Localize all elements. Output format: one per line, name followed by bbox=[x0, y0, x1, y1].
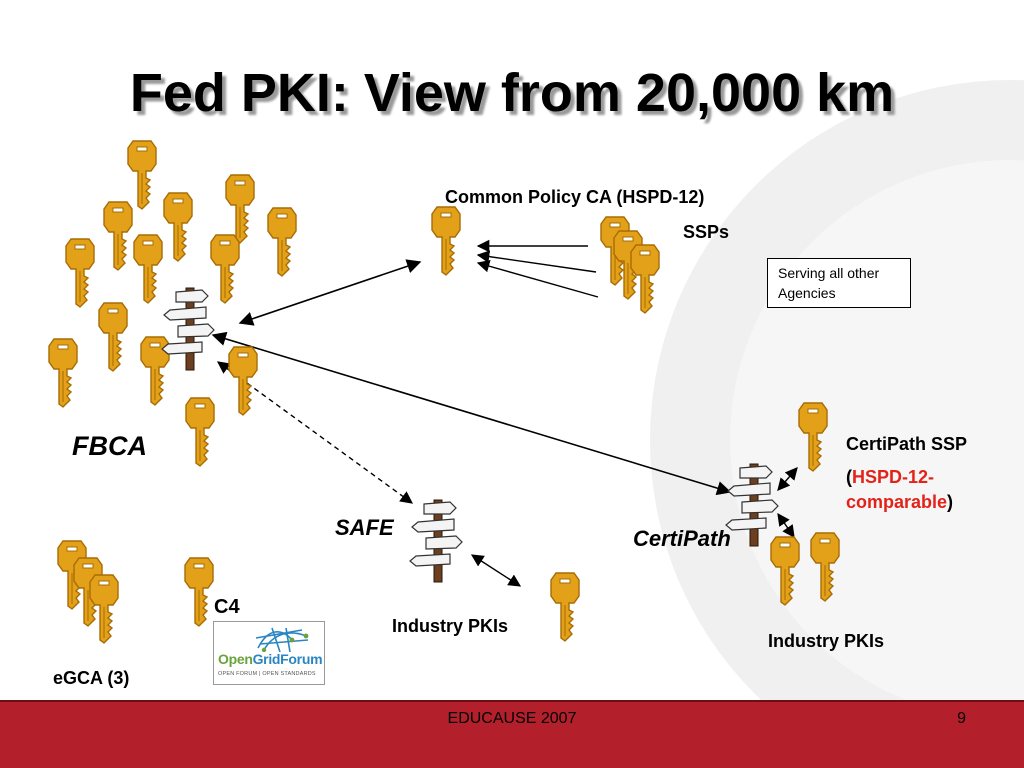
key-icon bbox=[225, 174, 255, 244]
arrow-ssp-3 bbox=[476, 260, 599, 298]
key-icon bbox=[630, 244, 660, 314]
arrow-certipath-industry bbox=[777, 512, 795, 539]
note-line-1: Serving all other bbox=[778, 265, 880, 281]
industry-pkis-label-2: Industry PKIs bbox=[768, 631, 885, 651]
key-icon bbox=[798, 402, 828, 472]
key-icon bbox=[163, 192, 193, 262]
paren-open: ( bbox=[846, 467, 852, 487]
key-icon bbox=[185, 397, 215, 467]
key-icon bbox=[133, 234, 163, 304]
key-icon bbox=[770, 536, 800, 606]
slide-title: Fed PKI: View from 20,000 km bbox=[129, 63, 895, 123]
industry-pkis-label-1: Industry PKIs bbox=[392, 616, 509, 636]
footer-bar: EDUCAUSE 2007 9 bbox=[0, 700, 1024, 768]
arrow-safe-industry bbox=[470, 554, 522, 587]
signpost-icon bbox=[161, 287, 215, 371]
key-icon bbox=[89, 574, 119, 644]
egca-label: eGCA (3) bbox=[53, 668, 130, 688]
arrow-certipath-ssp bbox=[777, 467, 798, 491]
common-policy-label: Common Policy CA (HSPD-12) bbox=[445, 187, 705, 207]
key-icon bbox=[184, 557, 214, 627]
key-icon bbox=[98, 302, 128, 372]
paren-close: ) bbox=[947, 492, 954, 512]
certipath-ssp-note-1: (HSPD-12- bbox=[846, 467, 934, 488]
key-icon bbox=[210, 234, 240, 304]
arrow-fbca-commonpolicy bbox=[238, 259, 422, 326]
key-icon bbox=[48, 338, 78, 408]
grid-logo-icon bbox=[255, 627, 309, 652]
logo-tagline: OPEN FORUM | OPEN STANDARDS bbox=[218, 671, 316, 677]
key-icon bbox=[103, 201, 133, 271]
arrow-fbca-certipath bbox=[211, 331, 732, 496]
certipath-ssp-note-2: comparable) bbox=[846, 492, 953, 513]
page-number: 9 bbox=[957, 710, 966, 727]
footer-text: EDUCAUSE 2007 bbox=[447, 710, 577, 727]
signpost-icon bbox=[409, 499, 463, 583]
hspd-comparable-1: HSPD-12- bbox=[852, 467, 935, 487]
key-icon bbox=[550, 572, 580, 642]
safe-label: SAFE bbox=[335, 515, 394, 540]
key-icon bbox=[431, 206, 461, 276]
note-line-2: Agencies bbox=[778, 285, 836, 301]
certipath-ssp-label: CertiPath SSP bbox=[846, 434, 968, 454]
signpost-icon bbox=[725, 463, 779, 547]
note-box: Serving all other Agencies bbox=[767, 258, 911, 308]
opengridforum-logo: OpenGridForum OPEN FORUM | OPEN STANDARD… bbox=[213, 621, 325, 685]
key-icon bbox=[267, 207, 297, 277]
certipath-label: CertiPath bbox=[633, 526, 731, 551]
ssps-label: SSPs bbox=[683, 222, 730, 242]
fbca-label: FBCA bbox=[72, 431, 147, 461]
key-icon bbox=[65, 238, 95, 308]
key-icon bbox=[228, 346, 258, 416]
hspd-comparable-2: comparable bbox=[846, 492, 948, 512]
logo-name: OpenGridForum bbox=[218, 651, 323, 667]
logo-name-open: Open bbox=[218, 651, 253, 667]
key-icon bbox=[127, 140, 157, 210]
arrow-ssp-2 bbox=[476, 250, 597, 273]
c4-label: C4 bbox=[214, 596, 240, 618]
logo-name-gridforum: GridForum bbox=[252, 651, 323, 667]
key-icon bbox=[810, 532, 840, 602]
icon-layer bbox=[48, 140, 840, 644]
